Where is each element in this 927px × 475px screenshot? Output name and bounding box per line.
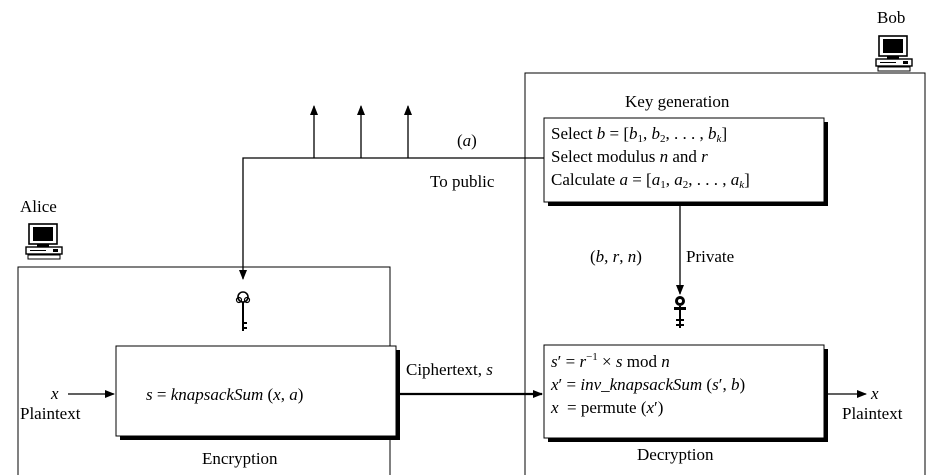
decryption-text: s′ = r−1 × s mod n x′ = inv_knapsackSum … — [551, 350, 745, 419]
output-plaintext-label: Plaintext — [842, 404, 903, 423]
ciphertext-label: Ciphertext, s — [406, 360, 493, 379]
keygen-box — [543, 117, 825, 203]
private-params-label: (b, r, n) — [590, 247, 642, 266]
private-label: Private — [686, 247, 735, 266]
key-icon — [235, 291, 251, 331]
decryption-caption: Decryption — [637, 445, 714, 464]
computer-icon — [25, 223, 63, 260]
bob-label: Bob — [877, 8, 906, 27]
decryption-line-1: s′ = r−1 × s mod n — [551, 351, 670, 372]
keygen-title: Key generation — [625, 92, 730, 111]
public-key-channel — [239, 105, 544, 280]
alice-label: Alice — [20, 197, 57, 216]
to-public-label: To public — [430, 172, 495, 191]
decryption-line-3: x = permute (x′) — [551, 398, 664, 417]
encryption-caption: Encryption — [202, 449, 278, 468]
computer-icon — [875, 35, 913, 72]
keygen-line-1: Select b = [b1, b2, . . . , bk] — [551, 124, 728, 145]
keygen-line-2: Select modulus n and r — [551, 147, 708, 166]
public-param-label: (a) — [457, 131, 477, 150]
encryption-formula: s = knapsackSum (x, a) — [146, 385, 304, 404]
bob-region — [524, 72, 926, 475]
decryption-line-2: x′ = inv_knapsackSum (s′, b) — [551, 375, 746, 394]
encryption-box — [115, 345, 397, 437]
keygen-line-3: Calculate a = [a1, a2, . . . , ak] — [551, 170, 750, 191]
input-var: x — [51, 384, 59, 403]
key-icon — [674, 296, 686, 328]
output-var: x — [871, 384, 879, 403]
keygen-text: Select b = [b1, b2, . . . , bk] Select m… — [551, 122, 750, 191]
input-plaintext-label: Plaintext — [20, 404, 81, 423]
decryption-box — [543, 344, 825, 439]
